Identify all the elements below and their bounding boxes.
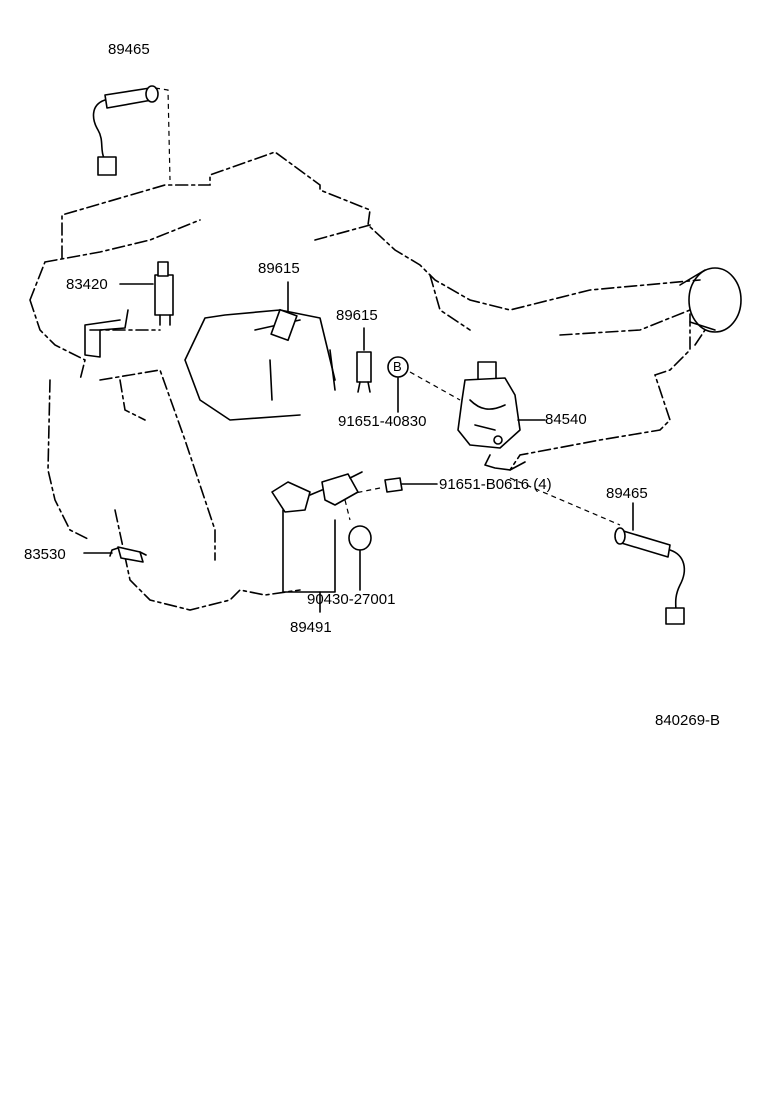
label-vsv-assembly: 89491 bbox=[290, 619, 332, 636]
vsv-assembly-part bbox=[271, 471, 363, 613]
coolant-pipe bbox=[84, 309, 129, 358]
label-oil-pressure-switch: 83420 bbox=[66, 276, 108, 293]
clamp-part bbox=[348, 525, 372, 591]
label-distributor: 84540 bbox=[545, 411, 587, 428]
label-o2-sensor-upper: 89465 bbox=[108, 41, 150, 58]
label-bolt-4: 91651-B0616 (4) bbox=[439, 476, 552, 493]
engine-front bbox=[89, 329, 216, 561]
transmission-end bbox=[688, 267, 742, 333]
transmission-outline bbox=[314, 224, 706, 471]
o2-sensor-upper-part bbox=[92, 85, 171, 181]
engine-outline-lower bbox=[29, 219, 301, 611]
knock-sensor-top-part bbox=[270, 281, 298, 342]
label-o2-sensor-lower: 89465 bbox=[606, 485, 648, 502]
water-temp-sensor-part bbox=[83, 546, 147, 563]
bolt-91651-b0616-part bbox=[344, 477, 438, 496]
label-diagram-number: 840269-B bbox=[655, 712, 721, 729]
label-water-temp-sensor: 83530 bbox=[24, 546, 66, 563]
distributor-part bbox=[457, 361, 546, 449]
label-clamp: 90430-27001 bbox=[307, 591, 396, 608]
callout-b-circle bbox=[387, 356, 409, 378]
engine-outline bbox=[61, 151, 701, 311]
label-knock-sensor-right: 89615 bbox=[336, 307, 378, 324]
intake-plenum bbox=[184, 309, 336, 421]
knock-sensor-right-part bbox=[356, 327, 372, 393]
o2-sensor-lower-part bbox=[614, 502, 686, 625]
label-callout-b: B bbox=[393, 359, 402, 374]
oil-pressure-switch-part bbox=[119, 261, 174, 326]
label-knock-sensor-top: 89615 bbox=[258, 260, 300, 277]
label-bolt-b: 91651-40830 bbox=[338, 413, 427, 430]
